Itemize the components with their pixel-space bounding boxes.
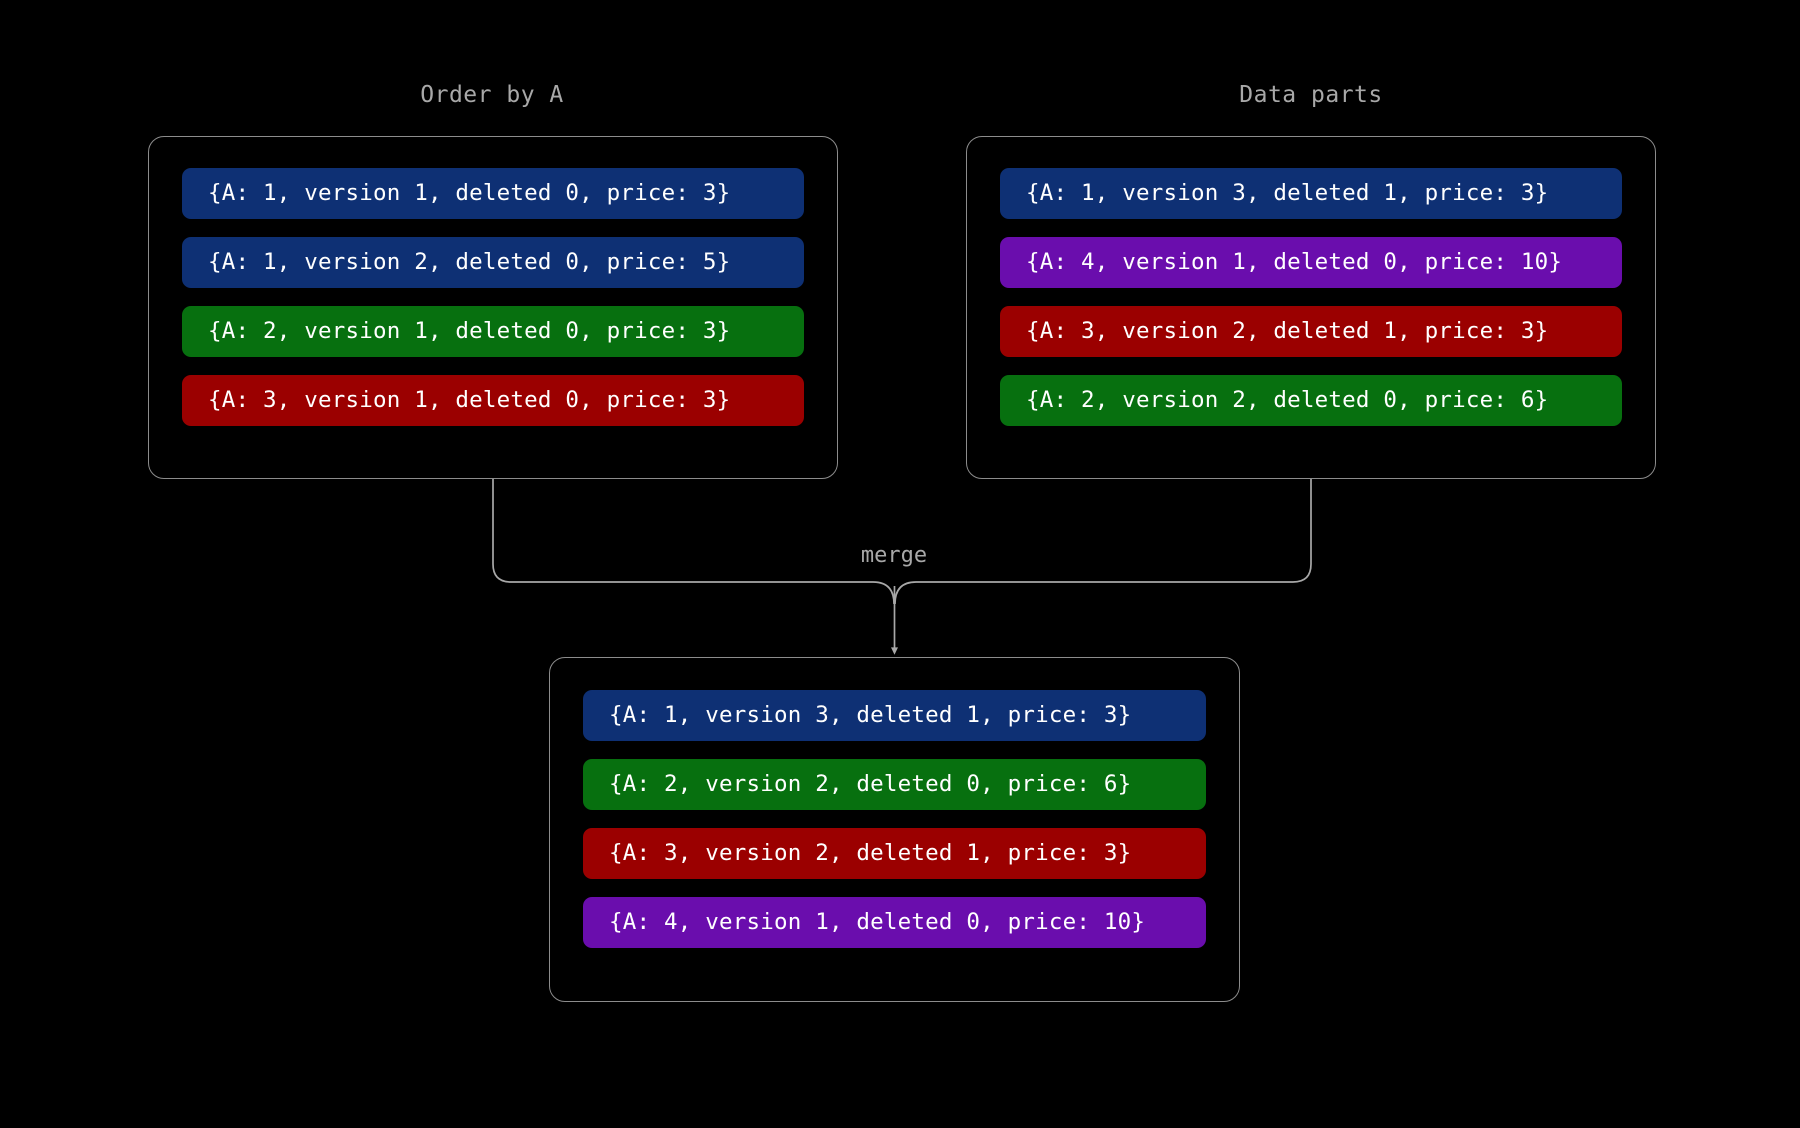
panel-merged-result: {A: 1, version 3, deleted 1, price: 3} {… [549, 657, 1240, 1002]
list-item: {A: 1, version 2, deleted 0, price: 5} [182, 237, 804, 288]
group-title-order-by-a: Order by A [420, 82, 564, 108]
list-item: {A: 3, version 2, deleted 1, price: 3} [583, 828, 1206, 879]
panel-order-by-a: {A: 1, version 1, deleted 0, price: 3} {… [148, 136, 838, 479]
merge-label: merge [860, 543, 928, 568]
group-title-data-parts: Data parts [1239, 82, 1383, 108]
list-item: {A: 2, version 1, deleted 0, price: 3} [182, 306, 804, 357]
list-item: {A: 3, version 1, deleted 0, price: 3} [182, 375, 804, 426]
connector-left [492, 479, 895, 605]
list-item: {A: 2, version 2, deleted 0, price: 6} [1000, 375, 1622, 426]
connector-right [894, 479, 1312, 605]
list-item: {A: 1, version 3, deleted 1, price: 3} [1000, 168, 1622, 219]
list-item: {A: 4, version 1, deleted 0, price: 10} [583, 897, 1206, 948]
list-item: {A: 1, version 3, deleted 1, price: 3} [583, 690, 1206, 741]
list-item: {A: 4, version 1, deleted 0, price: 10} [1000, 237, 1622, 288]
panel-data-parts: {A: 1, version 3, deleted 1, price: 3} {… [966, 136, 1656, 479]
list-item: {A: 3, version 2, deleted 1, price: 3} [1000, 306, 1622, 357]
list-item: {A: 2, version 2, deleted 0, price: 6} [583, 759, 1206, 810]
list-item: {A: 1, version 1, deleted 0, price: 3} [182, 168, 804, 219]
